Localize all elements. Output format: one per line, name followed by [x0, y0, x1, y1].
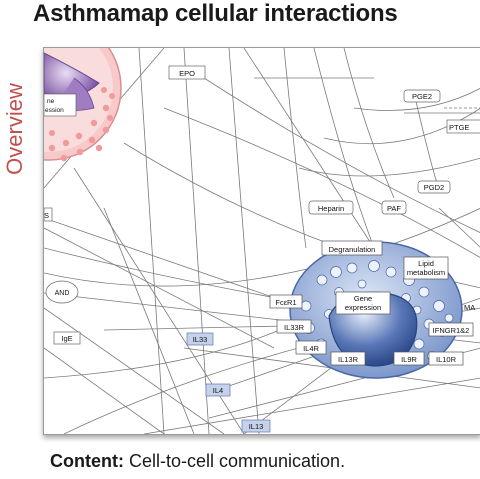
node-ige: IgE [53, 331, 81, 345]
svg-text:Lipid: Lipid [418, 259, 434, 268]
svg-text:IFNGR1&2: IFNGR1&2 [433, 326, 470, 335]
svg-text:PTGE: PTGE [449, 123, 469, 132]
node-s: S [44, 207, 53, 222]
svg-text:IL10R: IL10R [436, 355, 457, 364]
node-ma: MA [464, 303, 475, 312]
svg-text:AND: AND [55, 290, 70, 297]
svg-text:ession: ession [45, 107, 64, 114]
node-paf: PAF [381, 200, 407, 215]
receptor-il13r: IL13R [330, 351, 366, 366]
svg-text:IL33R: IL33R [284, 323, 305, 332]
gene-expression-label: Gene [354, 294, 372, 303]
receptor-ifngr: IFNGR1&2 [428, 322, 474, 337]
node-and: AND [45, 280, 79, 304]
node-epo: EPO [168, 65, 206, 80]
node-heparin: Heparin [308, 200, 354, 215]
node-degranulation: Degranulation [321, 240, 383, 256]
node-ptge: PTGE [446, 119, 480, 134]
receptor-il33r: IL33R [276, 319, 312, 334]
svg-text:FcεR1: FcεR1 [275, 298, 296, 307]
svg-text:Heparin: Heparin [318, 204, 344, 213]
svg-text:PGE2: PGE2 [412, 92, 432, 101]
node-il33: IL33 [186, 332, 214, 346]
receptor-il4r: IL4R [295, 340, 327, 355]
node-il4: IL4 [205, 383, 231, 397]
svg-text:MA: MA [464, 303, 475, 312]
gene-expression-label-left: ne [47, 98, 55, 105]
overview-side-label: Overview [2, 83, 27, 175]
receptor-fcer1: FcεR1 [269, 294, 303, 309]
content-caption: Content: Cell-to-cell communication. [50, 451, 346, 471]
node-il13: IL13 [241, 419, 271, 433]
svg-text:metabolism: metabolism [407, 268, 445, 277]
svg-text:PAF: PAF [387, 204, 401, 213]
svg-text:Degranulation: Degranulation [329, 245, 376, 254]
svg-text:IgE: IgE [61, 334, 72, 343]
node-pgd2: PGD2 [417, 180, 451, 194]
svg-text:EPO: EPO [179, 69, 195, 78]
svg-text:PGD2: PGD2 [424, 183, 444, 192]
pink-cell: ne ession [44, 48, 122, 162]
svg-text:S: S [44, 211, 49, 220]
svg-text:expression: expression [345, 303, 381, 312]
svg-text:IL13R: IL13R [338, 355, 359, 364]
node-pge2: PGE2 [403, 89, 441, 103]
page-title: Asthmamap cellular interactions [33, 0, 398, 27]
svg-text:IL33: IL33 [193, 335, 208, 344]
svg-text:IL4R: IL4R [303, 344, 319, 353]
svg-text:IL9R: IL9R [401, 355, 417, 364]
pathway-map: ne ession Gene expression EPO PGE2 PTGE … [44, 48, 480, 434]
svg-text:IL4: IL4 [213, 386, 223, 395]
receptor-il9r: IL9R [393, 351, 425, 366]
svg-text:IL13: IL13 [249, 422, 264, 431]
pathway-diagram: ne ession Gene expression EPO PGE2 PTGE … [43, 47, 480, 435]
receptor-il10r: IL10R [428, 351, 464, 366]
